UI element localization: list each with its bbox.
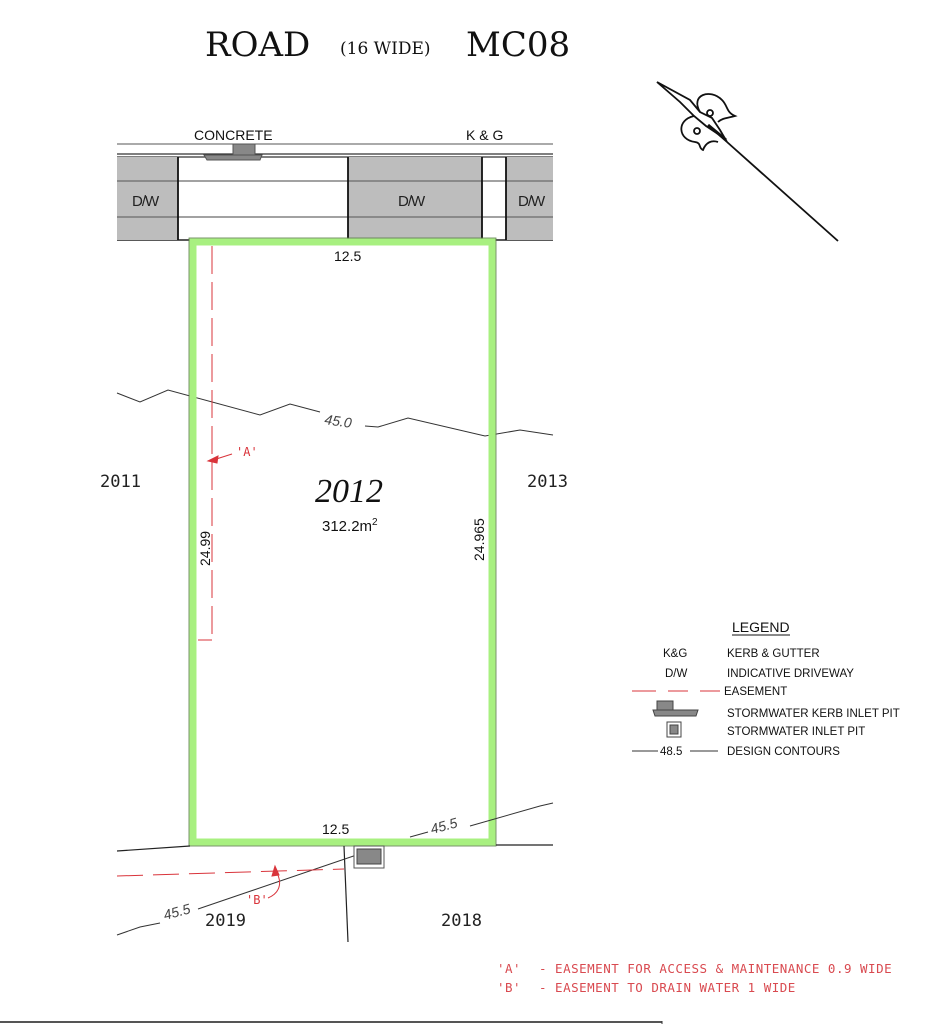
frontage-bottom-dimension: 12.5 bbox=[322, 821, 349, 837]
side-left-dimension: 24.99 bbox=[197, 531, 213, 566]
legend-label: KERB & GUTTER bbox=[727, 648, 820, 660]
legend-kerb-inlet-pit-icon bbox=[652, 700, 699, 717]
lot-number: 2012 bbox=[315, 473, 383, 510]
legend-label: STORMWATER KERB INLET PIT bbox=[727, 708, 900, 720]
driveway-label: D/W bbox=[132, 193, 160, 210]
legend-key-contour: 48.5 bbox=[660, 746, 682, 758]
easement-notes: 'A' - EASEMENT FOR ACCESS & MAINTENANCE … bbox=[497, 961, 892, 995]
legend-inlet-pit-icon bbox=[666, 721, 682, 738]
legend: LEGEND K&G KERB & GUTTER D/W INDICATIVE … bbox=[632, 619, 900, 758]
note-b-text: - EASEMENT TO DRAIN WATER 1 WIDE bbox=[539, 980, 796, 995]
easement-a-line bbox=[198, 246, 233, 641]
legend-title: LEGEND bbox=[732, 619, 790, 635]
legend-label: DESIGN CONTOURS bbox=[727, 746, 840, 758]
driveway-label: D/W bbox=[398, 193, 426, 210]
legend-label: EASEMENT bbox=[724, 686, 787, 698]
note-a-tag: 'A' bbox=[497, 961, 521, 976]
easement-a-tag: 'A' bbox=[236, 445, 258, 459]
north-arrow-fleur-de-lis-icon bbox=[656, 81, 839, 242]
legend-label: INDICATIVE DRIVEWAY bbox=[727, 668, 854, 680]
plan-code: MC08 bbox=[466, 25, 570, 65]
legend-key-kg: K&G bbox=[663, 648, 687, 660]
easement-b-line bbox=[116, 864, 345, 899]
neighbour-lot-2013: 2013 bbox=[527, 472, 568, 492]
neighbour-lot-2011: 2011 bbox=[100, 472, 141, 492]
lot-boundary bbox=[188, 237, 497, 847]
legend-key-dw: D/W bbox=[665, 668, 688, 680]
easement-b-tag: 'B' bbox=[246, 893, 268, 907]
contour-45-5: 45.5 45.5 bbox=[116, 802, 554, 936]
neighbour-lot-2019: 2019 bbox=[205, 911, 246, 931]
driveway-label: D/W bbox=[518, 193, 546, 210]
contour-45-0: 45.0 bbox=[116, 389, 554, 437]
road-kerb-and-gutter: CONCRETE K & G bbox=[117, 127, 553, 241]
stormwater-inlet-pit-icon bbox=[353, 845, 385, 869]
contour-label: 45.5 bbox=[429, 814, 460, 837]
road-width-note: (16 WIDE) bbox=[340, 39, 431, 59]
lot-area: 312.2m2 bbox=[322, 517, 378, 535]
frontage-top-dimension: 12.5 bbox=[334, 248, 361, 264]
note-a-text: - EASEMENT FOR ACCESS & MAINTENANCE 0.9 … bbox=[539, 961, 892, 976]
contour-label: 45.0 bbox=[324, 411, 353, 431]
driveway-right: D/W bbox=[505, 157, 553, 240]
drawing-title: ROAD (16 WIDE) MC08 bbox=[205, 25, 570, 65]
kerb-gutter-label: K & G bbox=[466, 127, 503, 143]
concrete-label: CONCRETE bbox=[194, 127, 273, 143]
stormwater-kerb-inlet-pit-icon bbox=[203, 143, 263, 161]
note-b-tag: 'B' bbox=[497, 980, 521, 995]
contour-label: 45.5 bbox=[162, 900, 193, 923]
side-right-dimension: 24.965 bbox=[471, 518, 487, 561]
legend-label: STORMWATER INLET PIT bbox=[727, 726, 865, 738]
road-title: ROAD bbox=[205, 25, 310, 65]
driveway-center: D/W bbox=[347, 157, 483, 240]
driveway-left: D/W bbox=[117, 157, 179, 240]
neighbour-lot-2018: 2018 bbox=[441, 911, 482, 931]
rear-boundaries bbox=[116, 844, 553, 943]
